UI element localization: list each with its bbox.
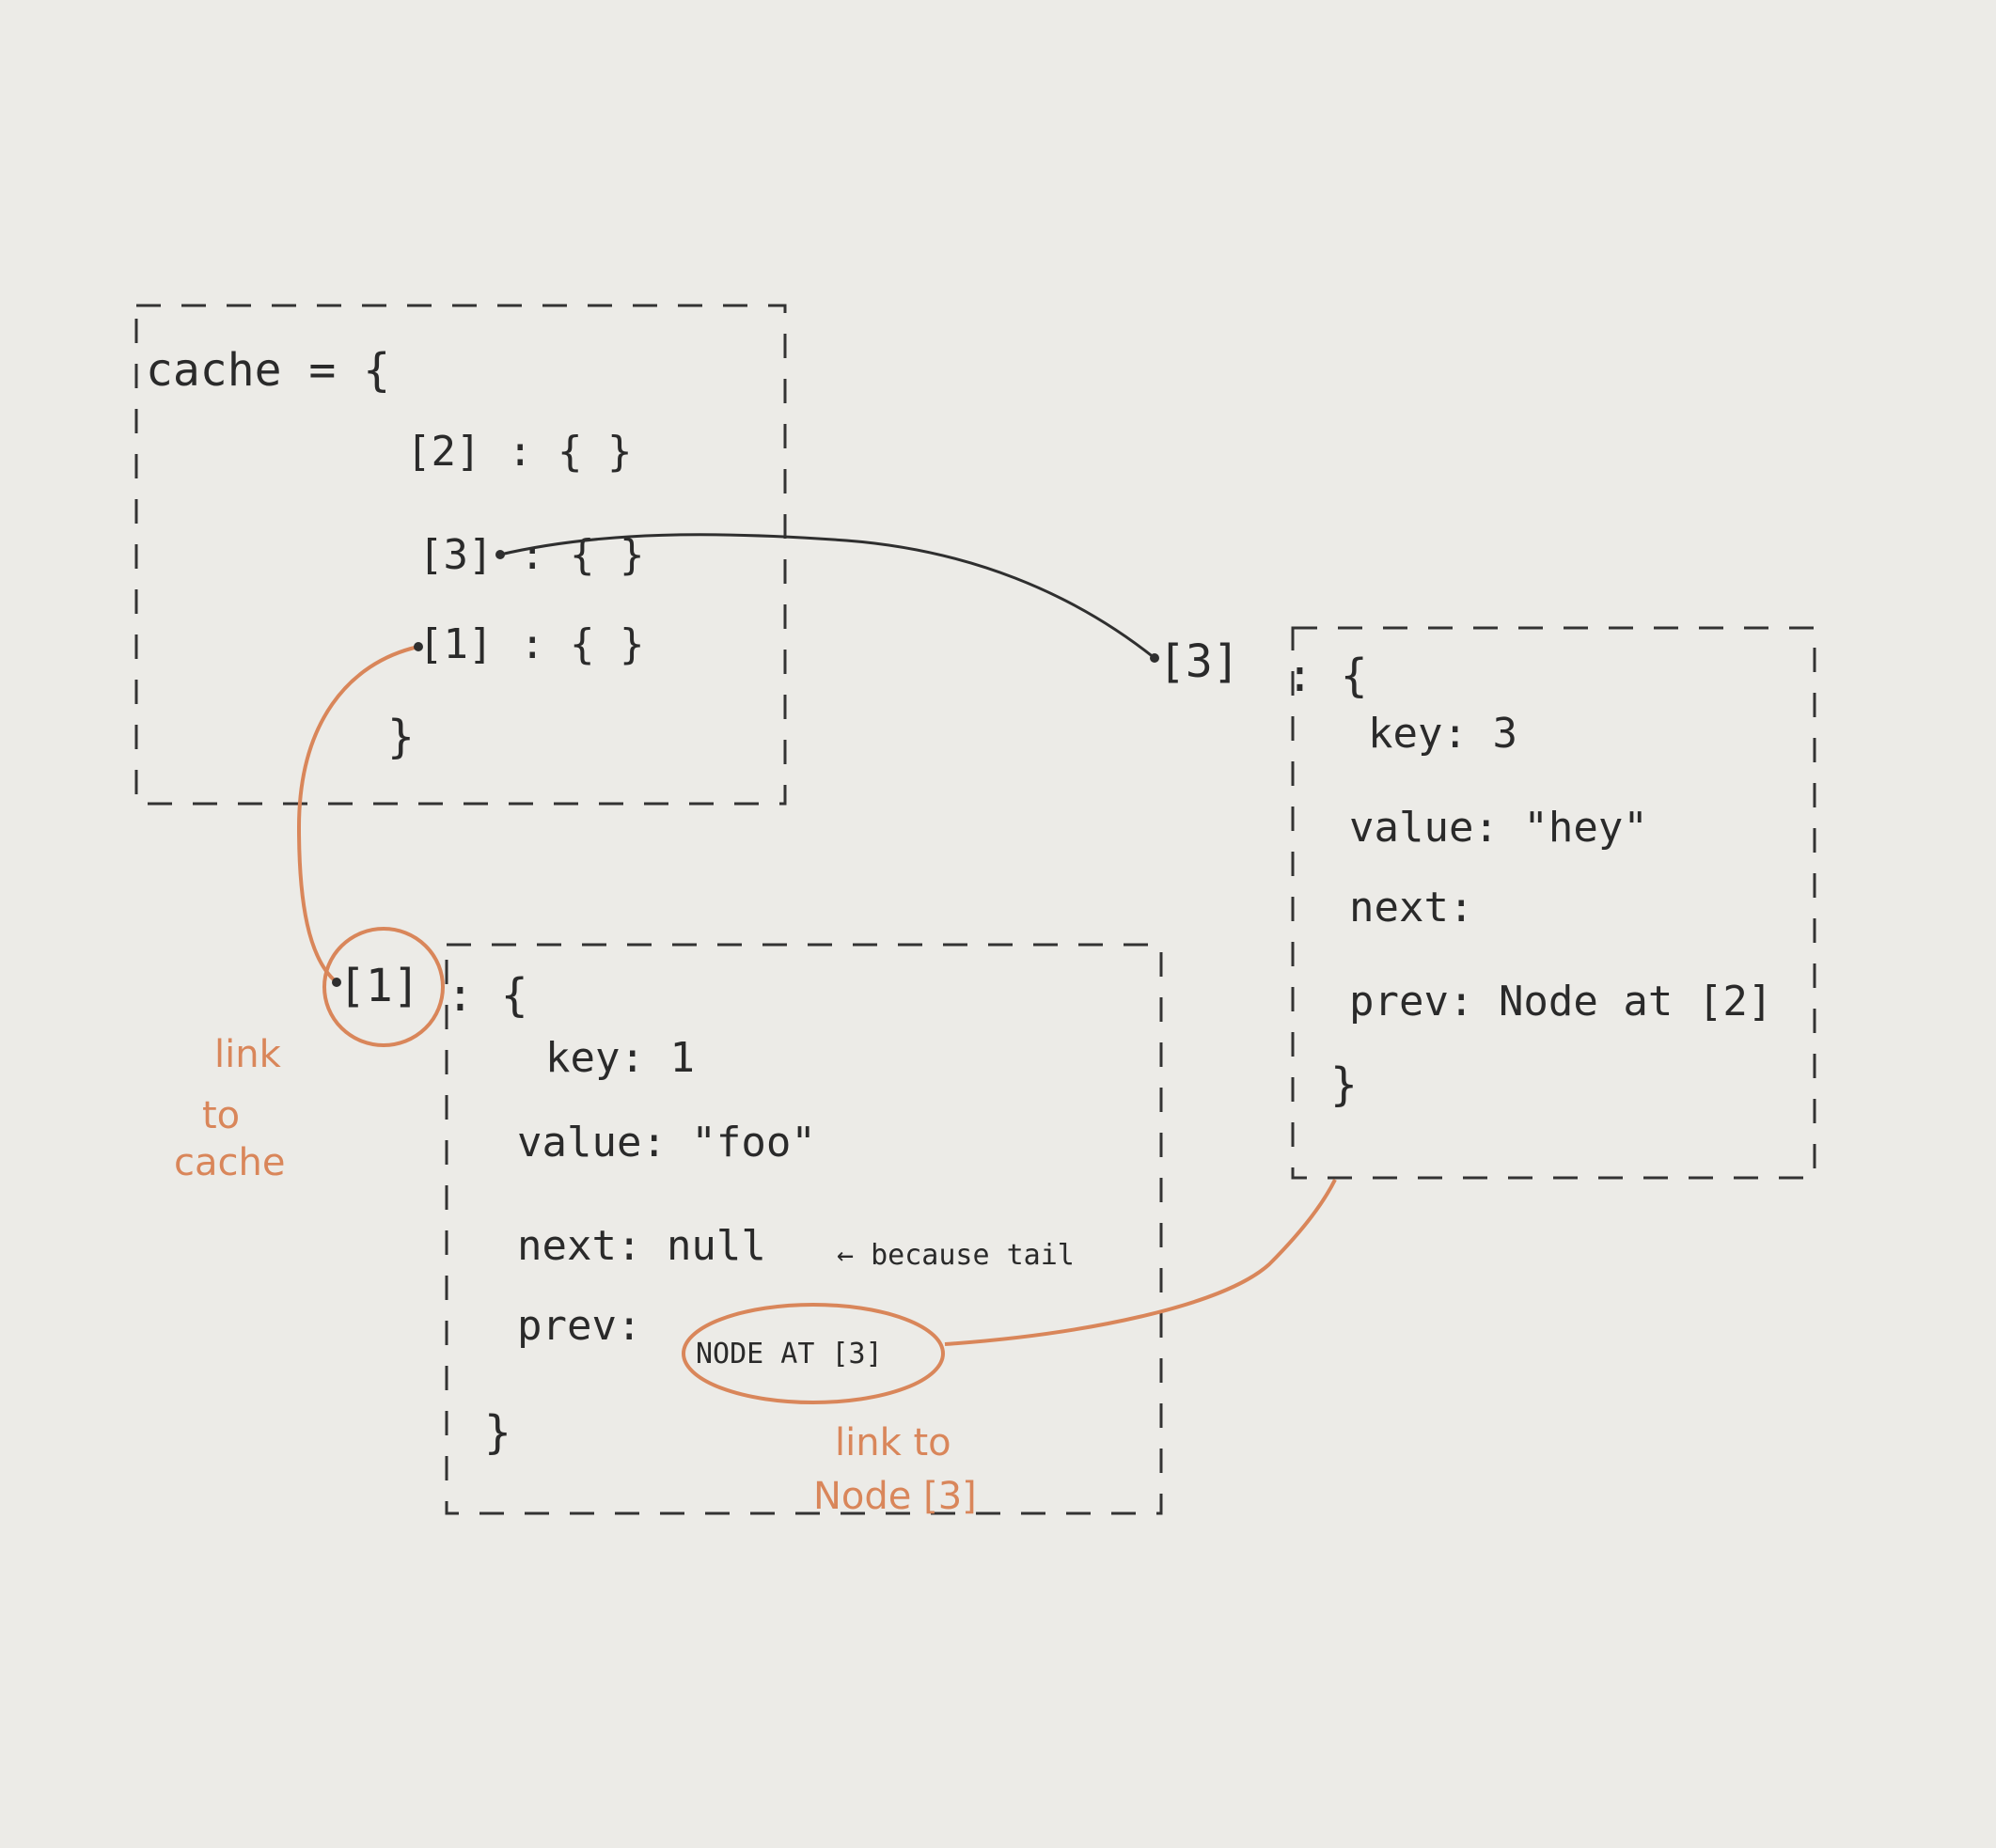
- cache-row-value: : { }: [508, 428, 632, 476]
- node-1-label-circle: [322, 927, 445, 1047]
- node-1-close-brace: }: [484, 1406, 511, 1459]
- connector-endpoint-dot: [1150, 653, 1159, 663]
- cache-row-key: [1]: [418, 620, 493, 668]
- node-1-value: value: "foo": [517, 1119, 816, 1167]
- node-1-next: next: null: [517, 1222, 766, 1270]
- annotation-line: link to: [835, 1421, 951, 1464]
- connector-prev-to-node-3: [944, 1179, 1337, 1346]
- node-3-close-brace: }: [1330, 1058, 1358, 1111]
- node-3-value: value: "hey": [1349, 804, 1648, 852]
- prev-ref-circle: [682, 1303, 945, 1404]
- node-3-key: key: 3: [1368, 710, 1517, 758]
- annotation-link-to-node: link to Node [3]: [813, 1421, 977, 1518]
- connector-cache-to-node-1: [296, 645, 419, 984]
- annotation-link-to-cache: link to cache: [174, 1033, 285, 1184]
- node-1-prev: prev:: [517, 1302, 641, 1350]
- node-3-box-border: [1291, 626, 1816, 1180]
- node-1-box: [1] : { key: 1 value: "foo" next: null ←…: [338, 943, 1163, 1515]
- node-1-prev-ref: NODE AT [3]: [696, 1338, 883, 1370]
- node-1-label: [1]: [338, 960, 420, 1012]
- cache-row-key: [3]: [418, 531, 493, 579]
- node-3-box: [3] : { key: 3 value: "hey" next: prev: …: [1158, 626, 1816, 1180]
- cache-row-value: : { }: [520, 531, 644, 579]
- cache-row-value: : { }: [520, 620, 644, 668]
- node-3-open-brace: : {: [1286, 650, 1368, 702]
- connector-endpoint-dot: [332, 978, 341, 987]
- node-1-tail-note: ← because tail: [837, 1239, 1075, 1272]
- cache-row-key: [2]: [406, 428, 480, 476]
- connector-cache-to-node-3: [499, 533, 1155, 660]
- annotation-line: cache: [174, 1141, 285, 1184]
- connector-endpoint-dot: [414, 642, 423, 651]
- cache-box-border: [134, 304, 787, 806]
- node-3-next: next:: [1349, 884, 1473, 932]
- cache-box: cache = { [2] : { } [3] : { } [1] : { } …: [134, 304, 787, 806]
- annotation-line: to: [202, 1094, 240, 1137]
- node-3-label: [3]: [1158, 635, 1240, 688]
- node-1-open-brace: : {: [447, 969, 528, 1022]
- annotation-line: link: [214, 1033, 282, 1076]
- node-1-key: key: 1: [545, 1034, 695, 1082]
- cache-close-brace: }: [387, 711, 415, 763]
- node-3-prev: prev: Node at [2]: [1349, 978, 1772, 1026]
- cache-header: cache = {: [146, 344, 390, 397]
- node-1-box-border: [445, 943, 1163, 1515]
- annotation-line: Node [3]: [813, 1475, 977, 1518]
- connector-endpoint-dot: [495, 550, 505, 559]
